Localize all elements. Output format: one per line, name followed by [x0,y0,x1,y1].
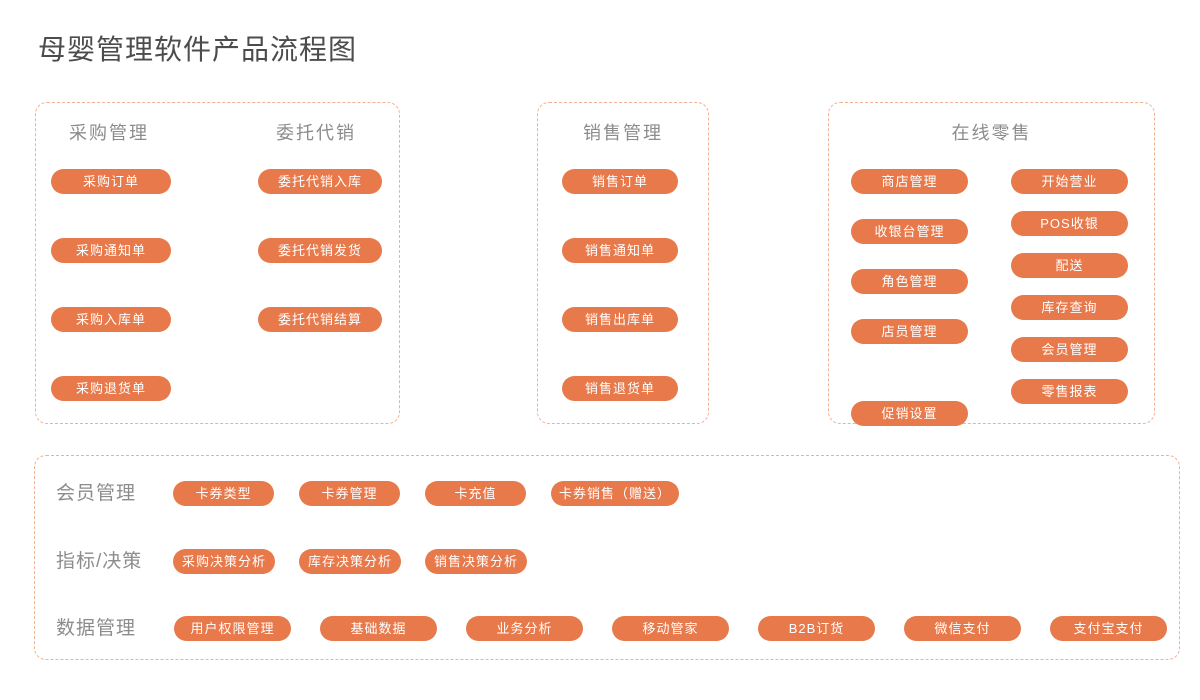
sales-buttons-column: 销售订单销售通知单销售出库单销售退货单 [562,169,678,401]
pill-node: 移动管家 [612,616,729,641]
pill-node: 库存决策分析 [299,549,401,574]
pill-node: 销售出库单 [562,307,678,332]
purchase-management-header: 采购管理 [69,123,149,143]
pill-node: 销售退货单 [562,376,678,401]
pill-node: 会员管理 [1011,337,1128,362]
pill-node: 销售通知单 [562,238,678,263]
purchase-consignment-box: 采购管理 委托代销 采购订单采购通知单采购入库单采购退货单 委托代销入库委托代销… [35,102,400,424]
pill-node: 店员管理 [851,319,968,344]
pill-node: 商店管理 [851,169,968,194]
pill-node: 销售订单 [562,169,678,194]
pill-node: 零售报表 [1011,379,1128,404]
data-management-label: 数据管理 [56,618,137,639]
member-management-label: 会员管理 [56,483,137,504]
pill-node: 采购退货单 [51,376,171,401]
purchase-buttons-column: 采购订单采购通知单采购入库单采购退货单 [51,169,171,401]
pill-node: 角色管理 [851,269,968,294]
member-management-row: 会员管理 卡券类型卡券管理卡充值卡券销售（赠送） [35,481,1179,506]
pill-node: B2B订货 [758,616,875,641]
pill-node: 开始营业 [1011,169,1128,194]
pill-node: 销售决策分析 [425,549,527,574]
consignment-header: 委托代销 [276,123,356,143]
pill-node: 库存查询 [1011,295,1128,320]
pill-node: 配送 [1011,253,1128,278]
pill-node: 卡充值 [425,481,526,506]
pill-node: 卡券类型 [173,481,274,506]
pill-node: 卡券销售（赠送） [551,481,680,506]
pill-node: 支付宝支付 [1050,616,1167,641]
decision-metrics-buttons: 采购决策分析库存决策分析销售决策分析 [173,549,527,574]
pill-node: 促销设置 [851,401,968,426]
decision-metrics-row: 指标/决策 采购决策分析库存决策分析销售决策分析 [35,549,1179,574]
pill-node: 采购决策分析 [173,549,275,574]
member-management-buttons: 卡券类型卡券管理卡充值卡券销售（赠送） [173,481,680,506]
pill-node: 微信支付 [904,616,1021,641]
retail-left-buttons-column: 商店管理收银台管理角色管理店员管理促销设置 [851,169,968,426]
pill-node: 卡券管理 [299,481,400,506]
online-retail-header: 在线零售 [951,123,1032,143]
retail-right-buttons-column: 开始营业 POS收银配送库存查询会员管理零售报表 [1011,169,1128,404]
pill-node: POS收银 [1011,211,1128,236]
sales-management-box: 销售管理 销售订单销售通知单销售出库单销售退货单 [537,102,709,424]
data-management-buttons: 用户权限管理 基础数据 业务分析 移动管家 B2B订货 微信支付 支付宝支付 [174,616,1167,641]
pill-node: 采购入库单 [51,307,171,332]
data-management-row: 数据管理 用户权限管理 基础数据 业务分析 移动管家 B2B订货 微信支付 支付宝支付 [35,616,1179,641]
consignment-buttons-column: 委托代销入库委托代销发货委托代销结算 [258,169,382,332]
pill-node: 业务分析 [466,616,583,641]
pill-node: 采购订单 [51,169,171,194]
pill-node: 委托代销结算 [258,307,382,332]
bottom-modules-box: 会员管理 卡券类型卡券管理卡充值卡券销售（赠送） 指标/决策 采购决策分析库存决… [34,455,1180,660]
sales-management-header: 销售管理 [583,123,663,143]
pill-node: 收银台管理 [851,219,968,244]
pill-node: 用户权限管理 [174,616,291,641]
pill-node: 采购通知单 [51,238,171,263]
pill-node: 委托代销入库 [258,169,382,194]
online-retail-box: 在线零售 商店管理收银台管理角色管理店员管理促销设置 开始营业 POS收银配送库存… [828,102,1155,426]
pill-node: 委托代销发货 [258,238,382,263]
page-title: 母婴管理软件产品流程图 [38,34,358,65]
decision-metrics-label: 指标/决策 [56,551,143,572]
pill-node: 基础数据 [320,616,437,641]
